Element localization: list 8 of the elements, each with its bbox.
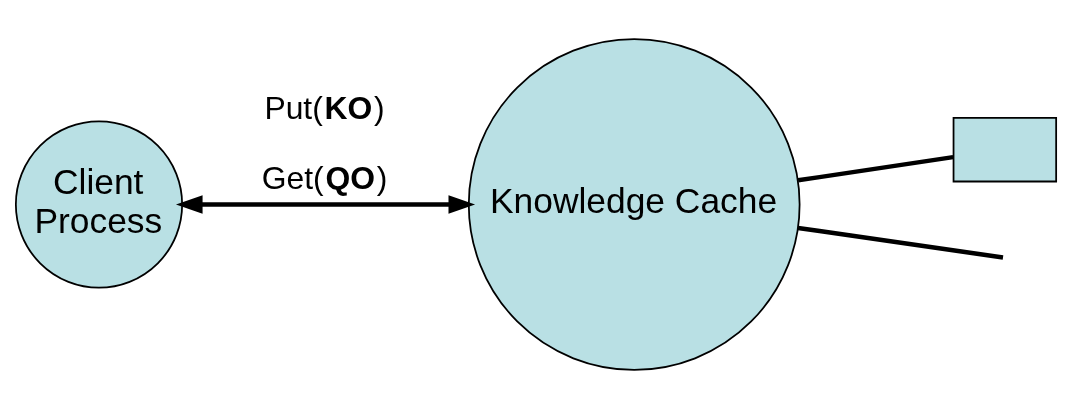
arrow — [175, 195, 476, 214]
connector — [797, 225, 1004, 260]
node-circle: Client Process — [14, 120, 184, 289]
edge-label: Put(KO) — [264, 89, 385, 126]
node-circle: Knowledge Cache — [467, 38, 801, 371]
node-box — [952, 116, 1058, 183]
connector — [797, 154, 954, 183]
label: Get(QO) — [261, 160, 388, 197]
